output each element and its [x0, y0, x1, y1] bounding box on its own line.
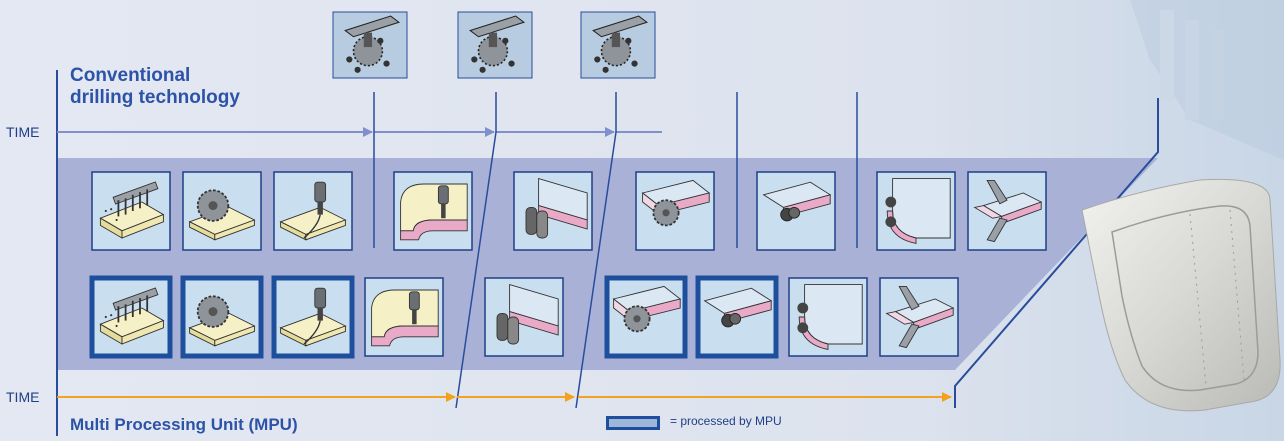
drill-head-tile [91, 171, 171, 251]
legend: = processed by MPU [606, 414, 826, 434]
conventional-title-line1: Conventional [70, 65, 191, 86]
conventional-title-line2: drilling technology [70, 87, 240, 108]
edge-rollers-tile [788, 277, 868, 357]
legend-swatch [606, 416, 660, 430]
edge-rollers-icon [796, 284, 863, 350]
conventional-separators [373, 92, 858, 409]
background-machine-graphic [1130, 0, 1284, 160]
tool-change-icon [457, 11, 533, 79]
saw-tile [182, 171, 262, 251]
edge-band-tile-mpu [695, 275, 779, 359]
router-curve-tile [364, 277, 444, 357]
mpu-time-label: TIME [6, 389, 40, 405]
saw-edge-tile-mpu [604, 275, 688, 359]
legend-text: = processed by MPU [670, 414, 782, 428]
router-curve-tile [393, 171, 473, 251]
mpu-title: Multi Processing Unit (MPU) [70, 415, 298, 434]
router-tile-mpu [271, 275, 355, 359]
tool-change-icon [332, 11, 408, 79]
corner-cut-tile [879, 277, 959, 357]
edge-band-tile [756, 171, 836, 251]
router-tile [273, 171, 353, 251]
saw-edge-tile [635, 171, 715, 251]
rollers-tile [513, 171, 593, 251]
curved-panel-icon [1081, 178, 1281, 412]
corner-cut-tile [967, 171, 1047, 251]
edge-rollers-icon [884, 178, 951, 244]
tool-change-icon [580, 11, 656, 79]
saw-tile-mpu [180, 275, 264, 359]
rollers-tile [484, 277, 564, 357]
band-boundary-line [954, 98, 1159, 408]
drill-head-tile-mpu [89, 275, 173, 359]
conventional-time-label: TIME [6, 124, 40, 140]
edge-rollers-tile [876, 171, 956, 251]
